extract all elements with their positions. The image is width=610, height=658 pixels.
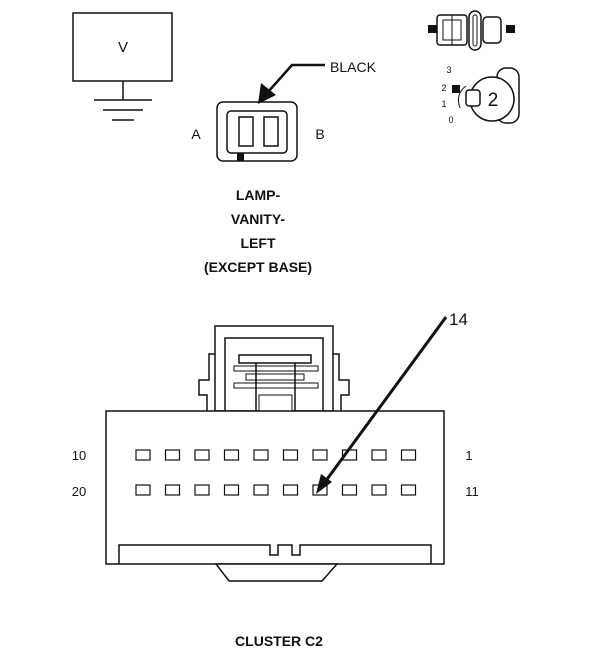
connector-cavity bbox=[164, 449, 181, 461]
title-line: LEFT bbox=[241, 235, 276, 251]
voltmeter-symbol: V bbox=[72, 12, 173, 100]
row1-left-pin-number: 10 bbox=[72, 448, 86, 463]
connector-cavity bbox=[253, 449, 269, 461]
key-position-3: 3 bbox=[446, 65, 451, 75]
connector-cavity bbox=[341, 484, 358, 496]
key-position-0: 0 bbox=[448, 115, 453, 125]
wire-color-label: BLACK bbox=[330, 59, 377, 75]
connector-cavity bbox=[135, 449, 151, 461]
connector-cavity bbox=[371, 484, 387, 496]
connector-cavity bbox=[194, 484, 210, 496]
cluster-connector-latch bbox=[198, 325, 350, 412]
key-selected-position: 2 bbox=[488, 90, 499, 111]
connector-view-icon bbox=[428, 10, 515, 51]
connector-cavity bbox=[400, 484, 417, 496]
lamp-connector-title: LAMP- VANITY- LEFT (EXCEPT BASE) bbox=[204, 187, 312, 275]
cluster-connector-body bbox=[105, 410, 445, 582]
connector-cavity bbox=[194, 449, 210, 461]
row2-right-pin-number: 11 bbox=[465, 484, 479, 499]
connector-cavity bbox=[164, 484, 181, 496]
pin-14-callout-arrow bbox=[316, 316, 448, 494]
pin-b-label: B bbox=[315, 126, 324, 142]
key-position-1: 1 bbox=[441, 99, 446, 109]
ignition-key-icon: 3 2 1 0 2 bbox=[441, 65, 520, 125]
connector-cavity bbox=[312, 449, 328, 461]
title-line: (EXCEPT BASE) bbox=[204, 259, 312, 275]
connector-cavity bbox=[282, 449, 299, 461]
connector-cavity bbox=[282, 484, 299, 496]
cluster-connector-cavities bbox=[135, 449, 417, 496]
connector-cavity bbox=[371, 449, 387, 461]
pin-callout-label: 14 bbox=[449, 310, 468, 329]
connector-cavity bbox=[223, 449, 240, 461]
key-position-2: 2 bbox=[441, 83, 446, 93]
title-line: LAMP- bbox=[236, 187, 281, 203]
connector-cavity bbox=[223, 484, 240, 496]
row1-right-pin-number: 1 bbox=[465, 448, 472, 463]
pin-a-label: A bbox=[191, 126, 201, 142]
wire-callout-arrow bbox=[258, 63, 325, 104]
connector-cavity bbox=[400, 449, 417, 461]
title-line: VANITY- bbox=[231, 211, 286, 227]
connector-cavity bbox=[253, 484, 269, 496]
connector-cavity bbox=[135, 484, 151, 496]
row2-left-pin-number: 20 bbox=[72, 484, 86, 499]
cluster-connector-title: CLUSTER C2 bbox=[235, 633, 323, 649]
lamp-connector bbox=[216, 101, 298, 162]
voltmeter-label: V bbox=[118, 39, 128, 56]
ground-icon bbox=[94, 99, 152, 121]
